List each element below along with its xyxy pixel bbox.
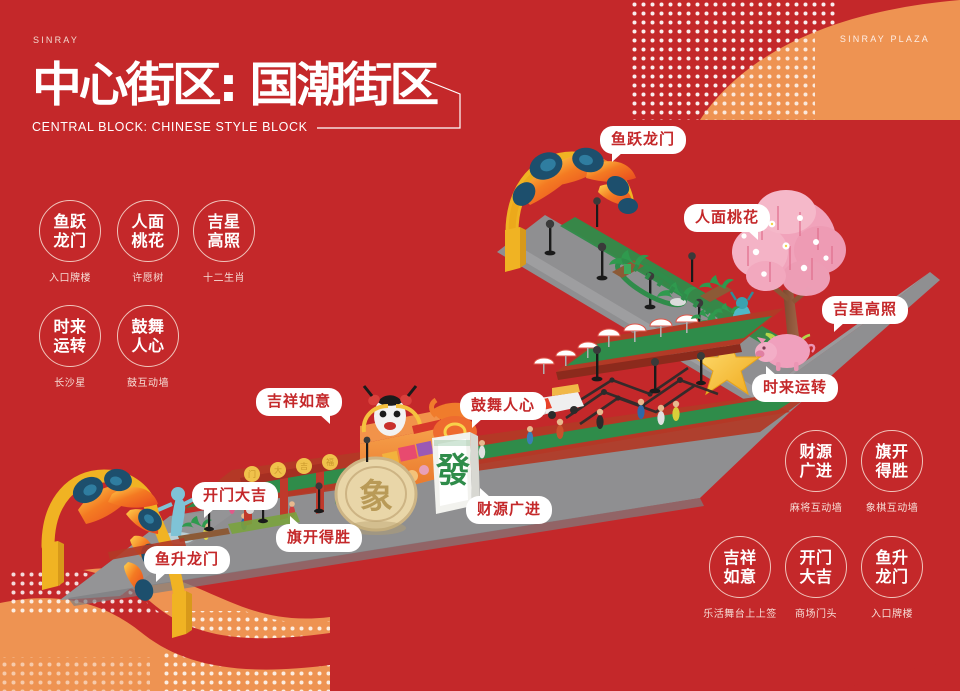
badge-line-1: 财源 [799, 442, 833, 461]
callout-kaimendaji[interactable]: 开门大吉 [192, 482, 279, 518]
badge-circle: 旗开 得胜 [861, 430, 923, 492]
badge-line-2: 广进 [799, 461, 833, 480]
badge-circle: 吉星 高照 [193, 200, 255, 262]
badge-yuyuelongmen[interactable]: 鱼跃 龙门 入口牌楼 [32, 200, 108, 284]
badge-line-1: 开门 [799, 548, 833, 567]
brand-logo-left: SINRAY [33, 35, 80, 45]
badge-line-2: 桃花 [131, 231, 165, 250]
badge-line-1: 吉祥 [723, 548, 757, 567]
badge-yushenglongmen[interactable]: 鱼升 龙门 入口牌楼 [854, 536, 930, 620]
badge-circle: 鼓舞 人心 [117, 305, 179, 367]
badge-circle: 开门 大吉 [785, 536, 847, 598]
callout-guwurenxin[interactable]: 鼓舞人心 [460, 392, 547, 428]
dragon-gate-arch-top [505, 147, 638, 272]
badge-subtitle: 乐活舞台上上签 [703, 609, 777, 620]
badge-line-2: 高照 [207, 231, 241, 250]
badge-subtitle: 许愿树 [132, 273, 164, 284]
dragon-gate-arch-bottom [41, 468, 192, 638]
badge-subtitle: 十二生肖 [203, 273, 245, 284]
badge-line-2: 得胜 [875, 461, 909, 480]
callout-jixinggaozhao[interactable]: 吉星高照 [822, 296, 909, 332]
badge-circle: 时来 运转 [39, 305, 101, 367]
badge-subtitle: 象棋互动墙 [865, 503, 919, 514]
badge-subtitle: 商场门头 [795, 609, 837, 620]
badge-line-1: 鱼升 [875, 548, 909, 567]
callout-yuyuelongmen[interactable]: 鱼跃龙门 [600, 126, 687, 162]
badge-line-2: 大吉 [799, 567, 833, 586]
badge-line-1: 时来 [53, 317, 87, 336]
badge-kaimendaji[interactable]: 开门 大吉 商场门头 [778, 536, 854, 620]
badge-jixinggaozhao[interactable]: 吉星 高照 十二生肖 [186, 200, 262, 284]
callout-shilaiyunzhuan[interactable]: 时来运转 [752, 366, 839, 402]
mahjong-tile-landmark: 發 [432, 432, 480, 514]
svg-text:吉: 吉 [300, 462, 308, 471]
svg-text:门: 门 [248, 469, 256, 479]
badge-qikaideshng[interactable]: 旗开 得胜 象棋互动墙 [854, 430, 930, 514]
badge-line-1: 旗开 [875, 442, 909, 461]
badge-jixiangruyi[interactable]: 吉祥 如意 乐活舞台上上签 [702, 536, 778, 620]
badge-circle: 财源 广进 [785, 430, 847, 492]
callout-renmiantaohua[interactable]: 人面桃花 [684, 204, 771, 240]
badge-line-2: 运转 [53, 336, 87, 355]
title-underline-rule [317, 79, 461, 129]
badge-line-2: 如意 [723, 567, 757, 586]
title-chinese: 中心街区: 国潮街区 [32, 58, 439, 113]
badge-guwurenxin[interactable]: 鼓舞 人心 鼓互动墙 [110, 305, 186, 389]
callout-jixiangruyi[interactable]: 吉祥如意 [256, 388, 343, 424]
badge-circle: 吉祥 如意 [709, 536, 771, 598]
brand-logo-right: SINRAY PLAZA [839, 34, 930, 44]
callout-yushenglongmen[interactable]: 鱼升龙门 [144, 546, 231, 582]
badge-line-1: 人面 [131, 212, 165, 231]
badge-shilaiyunzhuan[interactable]: 时来 运转 长沙星 [32, 305, 108, 389]
badge-renmiantaohua[interactable]: 人面 桃花 许愿树 [110, 200, 186, 284]
market-stalls-area [512, 303, 784, 426]
page-title: 中心街区: 国潮街区 CENTRAL BLOCK: CHINESE STYLE … [32, 60, 461, 134]
svg-text:大: 大 [274, 465, 282, 475]
badge-line-2: 龙门 [875, 567, 909, 586]
svg-text:福: 福 [326, 458, 334, 467]
badge-subtitle: 鼓互动墙 [127, 378, 169, 389]
badge-circle: 鱼跃 龙门 [39, 200, 101, 262]
badge-circle: 人面 桃花 [117, 200, 179, 262]
badge-subtitle: 长沙星 [54, 378, 86, 389]
badge-circle: 鱼升 龙门 [861, 536, 923, 598]
callout-caiyuanguangjin[interactable]: 财源广进 [466, 488, 553, 524]
badge-caiyuanguangjin[interactable]: 财源 广进 麻将互动墙 [778, 430, 854, 514]
badge-line-2: 人心 [131, 336, 165, 355]
title-english: CENTRAL BLOCK: CHINESE STYLE BLOCK [32, 120, 308, 134]
badge-line-1: 鱼跃 [53, 212, 87, 231]
callout-qikaideshng[interactable]: 旗开得胜 [276, 516, 363, 552]
badge-subtitle: 入口牌楼 [49, 273, 91, 284]
badge-line-1: 鼓舞 [131, 317, 165, 336]
mahjong-tile-glyph: 發 [435, 451, 470, 491]
badge-line-2: 龙门 [53, 231, 87, 250]
badge-line-1: 吉星 [207, 212, 241, 231]
chess-coin-glyph: 象 [359, 477, 393, 517]
badge-subtitle: 入口牌楼 [871, 609, 913, 620]
badge-subtitle: 麻将互动墙 [789, 503, 843, 514]
